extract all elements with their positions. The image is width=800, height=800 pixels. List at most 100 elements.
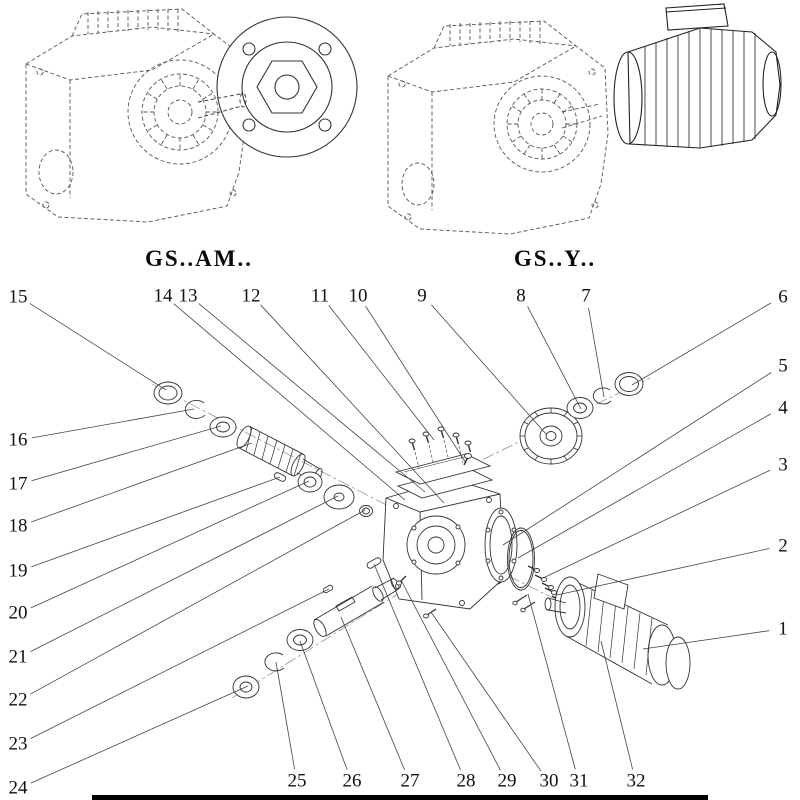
- part-17-bearing: [209, 416, 237, 438]
- part-25-circlip: [264, 652, 285, 672]
- leader-line-32: [600, 640, 633, 770]
- callout-6: 6: [778, 286, 788, 308]
- part-6-seal-ring: [614, 372, 644, 396]
- part-28-key: [366, 557, 382, 569]
- part-1-motor: [544, 573, 691, 690]
- callout-2: 2: [778, 535, 788, 557]
- callout-20: 20: [8, 602, 28, 624]
- callout-13: 13: [178, 285, 198, 307]
- leader-line-15: [29, 303, 167, 391]
- motor-terminal-box: [665, 3, 729, 31]
- part-23-pin: [322, 584, 334, 594]
- callout-22: 22: [8, 689, 28, 711]
- callout-3: 3: [778, 454, 788, 476]
- callout-25: 25: [287, 770, 307, 792]
- callout-7: 7: [581, 285, 591, 307]
- leader-line-20: [30, 480, 310, 609]
- callout-4: 4: [778, 397, 788, 419]
- leader-line-30: [430, 611, 542, 772]
- part-26-bearing: [286, 629, 314, 651]
- callout-14: 14: [153, 285, 173, 307]
- callout-26: 26: [342, 770, 362, 792]
- part-10-breather-plug: [463, 453, 472, 466]
- part-21-shim-disc: [323, 484, 355, 510]
- callout-15: 15: [8, 286, 28, 308]
- callout-11: 11: [310, 285, 330, 307]
- leader-line-24: [30, 685, 249, 784]
- leader-line-23: [30, 588, 330, 739]
- part-30-screw: [423, 608, 437, 619]
- leader-line-9: [431, 304, 547, 435]
- callout-17: 17: [8, 473, 28, 495]
- bottom-edge-bar: [92, 795, 708, 800]
- leader-line-11: [328, 305, 435, 441]
- leader-line-10: [365, 305, 467, 464]
- motor-fins: [644, 28, 756, 148]
- callout-28: 28: [456, 770, 476, 792]
- callout-18: 18: [8, 515, 28, 537]
- callout-31: 31: [569, 770, 589, 792]
- part-11-cover-screws: [408, 426, 472, 469]
- gsy-variant-drawing: [387, 3, 782, 235]
- part-16-circlip: [184, 400, 206, 419]
- leader-line-6: [631, 302, 772, 386]
- callout-10: 10: [348, 285, 368, 307]
- gsam-housing: [25, 8, 247, 223]
- leader-line-3: [542, 469, 771, 579]
- leader-line-2: [556, 548, 770, 596]
- callout-32: 32: [626, 770, 646, 792]
- part-27-output-shaft: [313, 577, 400, 637]
- gear-housing: [382, 478, 510, 610]
- part-22-retaining-ring: [359, 505, 373, 517]
- leader-line-18: [31, 442, 253, 523]
- gear-teeth-hatch: [520, 408, 582, 464]
- leader-line-29: [400, 579, 501, 771]
- variant-label-gsam: GS..AM..: [145, 246, 253, 271]
- callout-19: 19: [8, 560, 28, 582]
- callout-23: 23: [8, 733, 28, 755]
- motor-body-fins: [585, 589, 653, 676]
- part-3-flange-screws: [527, 565, 554, 590]
- part-7-circlip: [592, 387, 612, 405]
- gsy-motor: [613, 3, 782, 149]
- leader-line-5: [502, 372, 772, 546]
- part-20-bearing: [297, 471, 323, 493]
- worm-thread-lines: [245, 427, 302, 477]
- flange-hex-hub: [256, 60, 318, 114]
- callout-27: 27: [400, 770, 420, 792]
- leader-line-19: [31, 476, 281, 568]
- exploded-view: [151, 372, 691, 699]
- shaft-keyway: [335, 596, 356, 612]
- leader-line-22: [30, 509, 366, 695]
- callout-8: 8: [516, 285, 526, 307]
- callout-30: 30: [539, 770, 559, 792]
- leader-line-25: [275, 661, 295, 770]
- callout-24: 24: [8, 777, 28, 799]
- callout-29: 29: [497, 770, 517, 792]
- leader-line-4: [517, 413, 771, 559]
- leader-line-28: [373, 563, 461, 771]
- leader-line-14: [173, 303, 406, 501]
- callout-12: 12: [241, 285, 261, 307]
- leader-lines: [29, 302, 772, 784]
- leader-line-21: [30, 495, 339, 652]
- gsam-variant-drawing: [25, 8, 358, 223]
- leader-line-12: [260, 304, 445, 504]
- callout-9: 9: [417, 285, 427, 307]
- callout-16: 16: [8, 429, 28, 451]
- callout-5: 5: [778, 355, 788, 377]
- part-5-output-flange-cover: [484, 507, 518, 583]
- part-31-studs: [512, 594, 536, 613]
- leader-line-13: [198, 303, 426, 493]
- variant-label-gsy: GS..Y..: [513, 246, 597, 271]
- part-8-bearing: [566, 397, 594, 419]
- leader-line-8: [527, 306, 582, 410]
- leader-line-1: [642, 630, 770, 650]
- gsy-housing: [387, 20, 609, 235]
- leader-line-26: [299, 640, 348, 770]
- gsam-flange: [197, 16, 358, 158]
- leader-line-7: [588, 307, 605, 398]
- leader-line-16: [31, 408, 195, 439]
- callout-1: 1: [778, 618, 788, 640]
